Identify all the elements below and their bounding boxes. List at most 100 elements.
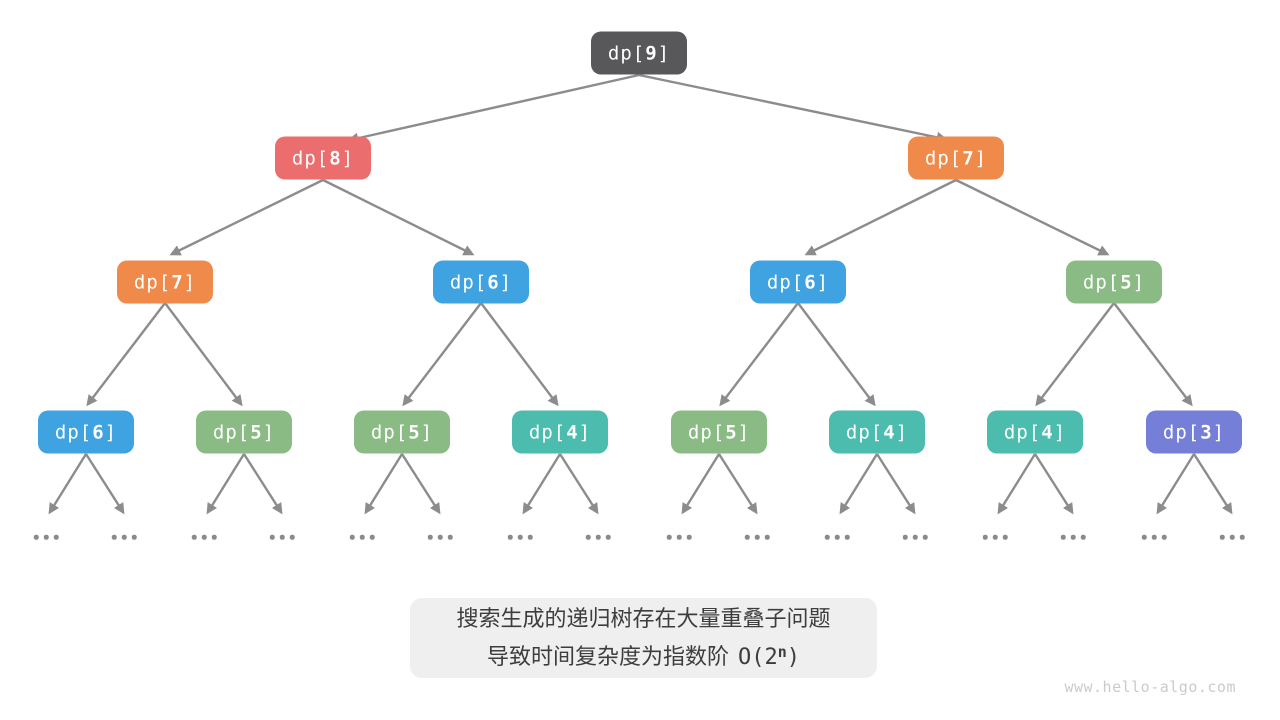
ellipsis-4: [349, 534, 375, 540]
tree-edge-17: [242, 453, 283, 515]
tree-edge-25: [875, 453, 916, 515]
tree-edge-1: [638, 73, 948, 143]
tree-node-5-dp6: dp[6]: [750, 260, 846, 304]
tree-node-8-dp5: dp[5]: [196, 410, 292, 454]
dot: [1060, 534, 1066, 540]
ellipsis-9: [744, 534, 770, 540]
ellipsis-0: [33, 534, 59, 540]
dot: [349, 534, 355, 540]
ellipsis-6: [507, 534, 533, 540]
dot: [517, 534, 523, 540]
dot: [912, 534, 918, 540]
dot: [605, 534, 611, 540]
tree-edge-10: [719, 302, 799, 407]
dot: [53, 534, 59, 540]
ellipsis-3: [269, 534, 295, 540]
ellipsis-7: [585, 534, 611, 540]
caption-line-2-text: 导致时间复杂度为指数阶: [486, 644, 729, 670]
tree-edge-6: [86, 302, 166, 407]
tree-node-4-dp6: dp[6]: [433, 260, 529, 304]
caption-line-2: 导致时间复杂度为指数阶 O(2n): [487, 636, 800, 674]
ellipsis-2: [191, 534, 217, 540]
dot: [744, 534, 750, 540]
tree-edge-21: [558, 453, 599, 515]
dot: [754, 534, 760, 540]
ellipsis-15: [1219, 534, 1245, 540]
tree-edge-29: [1192, 453, 1233, 515]
dot: [1070, 534, 1076, 540]
dot: [43, 534, 49, 540]
caption-line-1: 搜索生成的递归树存在大量重叠子问题: [456, 606, 831, 632]
dot: [1229, 534, 1235, 540]
ellipsis-14: [1141, 534, 1167, 540]
tree-node-6-dp5: dp[5]: [1066, 260, 1162, 304]
dot: [191, 534, 197, 540]
dot: [269, 534, 275, 540]
dot: [922, 534, 928, 540]
tree-edge-18: [364, 453, 404, 515]
tree-edge-11: [797, 302, 876, 407]
dot: [834, 534, 840, 540]
dot: [992, 534, 998, 540]
dot: [1151, 534, 1157, 540]
tree-node-2-dp7: dp[7]: [908, 136, 1004, 180]
dot: [686, 534, 692, 540]
dot: [111, 534, 117, 540]
ellipsis-1: [111, 534, 137, 540]
dot: [1161, 534, 1167, 540]
dot: [369, 534, 375, 540]
caption-box: 搜索生成的递归树存在大量重叠子问题 导致时间复杂度为指数阶 O(2n): [410, 598, 877, 678]
tree-node-3-dp7: dp[7]: [117, 260, 213, 304]
tree-edge-15: [84, 453, 125, 515]
dot: [824, 534, 830, 540]
ellipsis-8: [666, 534, 692, 540]
tree-edge-8: [402, 302, 482, 407]
tree-edge-7: [164, 302, 243, 407]
tree-edge-16: [206, 453, 246, 515]
ellipsis-12: [982, 534, 1008, 540]
tree-node-14-dp3: dp[3]: [1146, 410, 1242, 454]
dot: [279, 534, 285, 540]
complexity-formula: O(2n): [737, 642, 801, 670]
formula-exponent: n: [777, 642, 787, 661]
tree-node-0-dp9: dp[9]: [591, 31, 687, 75]
dot: [437, 534, 443, 540]
dot: [585, 534, 591, 540]
tree-edge-24: [839, 453, 879, 515]
tree-edge-26: [997, 453, 1037, 515]
dot: [902, 534, 908, 540]
tree-edge-3: [322, 178, 475, 256]
tree-node-13-dp4: dp[4]: [987, 410, 1083, 454]
dot: [676, 534, 682, 540]
tree-edge-20: [522, 453, 562, 515]
tree-edge-2: [169, 178, 324, 256]
dot: [764, 534, 770, 540]
tree-edge-22: [681, 453, 721, 515]
dot: [447, 534, 453, 540]
dot: [131, 534, 137, 540]
dot: [427, 534, 433, 540]
formula-close: ): [786, 644, 801, 670]
tree-edge-4: [804, 178, 957, 256]
dot: [844, 534, 850, 540]
tree-edge-23: [717, 453, 758, 515]
dot: [666, 534, 672, 540]
dot: [1239, 534, 1245, 540]
formula-open: O(2: [737, 644, 778, 670]
tree-node-7-dp6: dp[6]: [38, 410, 134, 454]
tree-edge-19: [400, 453, 441, 515]
ellipsis-13: [1060, 534, 1086, 540]
ellipsis-11: [902, 534, 928, 540]
tree-node-10-dp4: dp[4]: [512, 410, 608, 454]
ellipsis-5: [427, 534, 453, 540]
dot: [121, 534, 127, 540]
tree-node-9-dp5: dp[5]: [354, 410, 450, 454]
dot: [289, 534, 295, 540]
tree-edge-12: [1035, 302, 1115, 407]
dot: [982, 534, 988, 540]
tree-node-12-dp4: dp[4]: [829, 410, 925, 454]
watermark: www.hello-algo.com: [1064, 678, 1236, 696]
tree-edge-13: [1113, 302, 1193, 407]
tree-edge-9: [480, 302, 559, 407]
dot: [595, 534, 601, 540]
